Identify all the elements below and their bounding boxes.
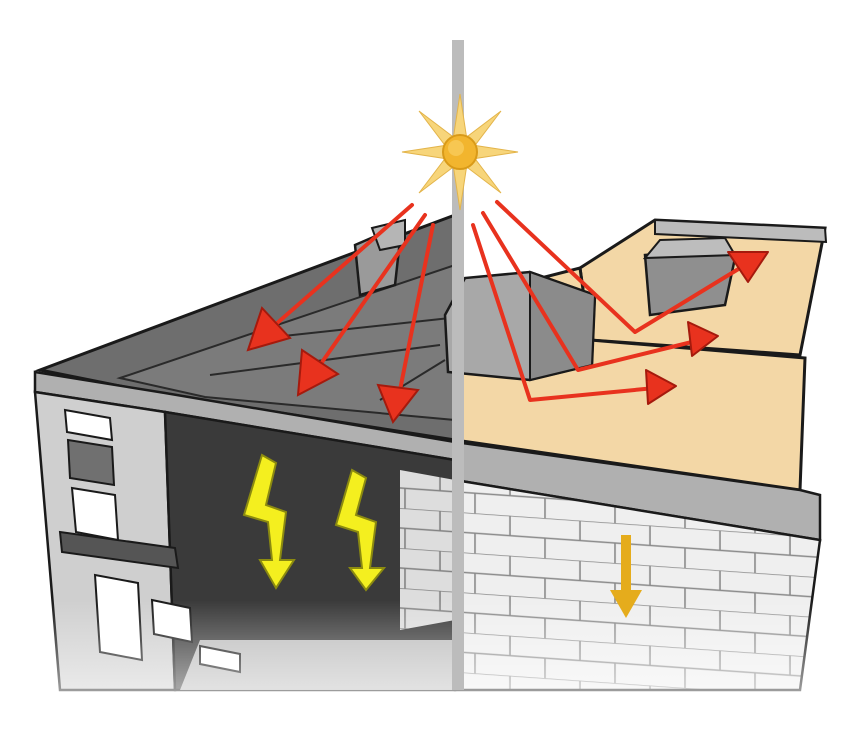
bottom-fade-overlay: [0, 600, 860, 736]
sun-icon: [401, 93, 519, 211]
absorbed-ray-1: [246, 203, 414, 352]
lightning-bolt-icon: [334, 468, 387, 592]
absorbed-ray-2: [296, 213, 427, 397]
down-arrow-icon: [610, 535, 642, 618]
reflected-ray-1: [495, 200, 769, 334]
reflected-ray-2: [481, 211, 719, 372]
lightning-bolt-icon: [242, 453, 296, 590]
absorbed-ray-3: [376, 223, 435, 424]
reflected-ray-3: [471, 223, 677, 405]
absorbed-rays: [246, 203, 435, 424]
reflected-rays: [471, 200, 769, 405]
heat-bolts: [242, 453, 387, 592]
